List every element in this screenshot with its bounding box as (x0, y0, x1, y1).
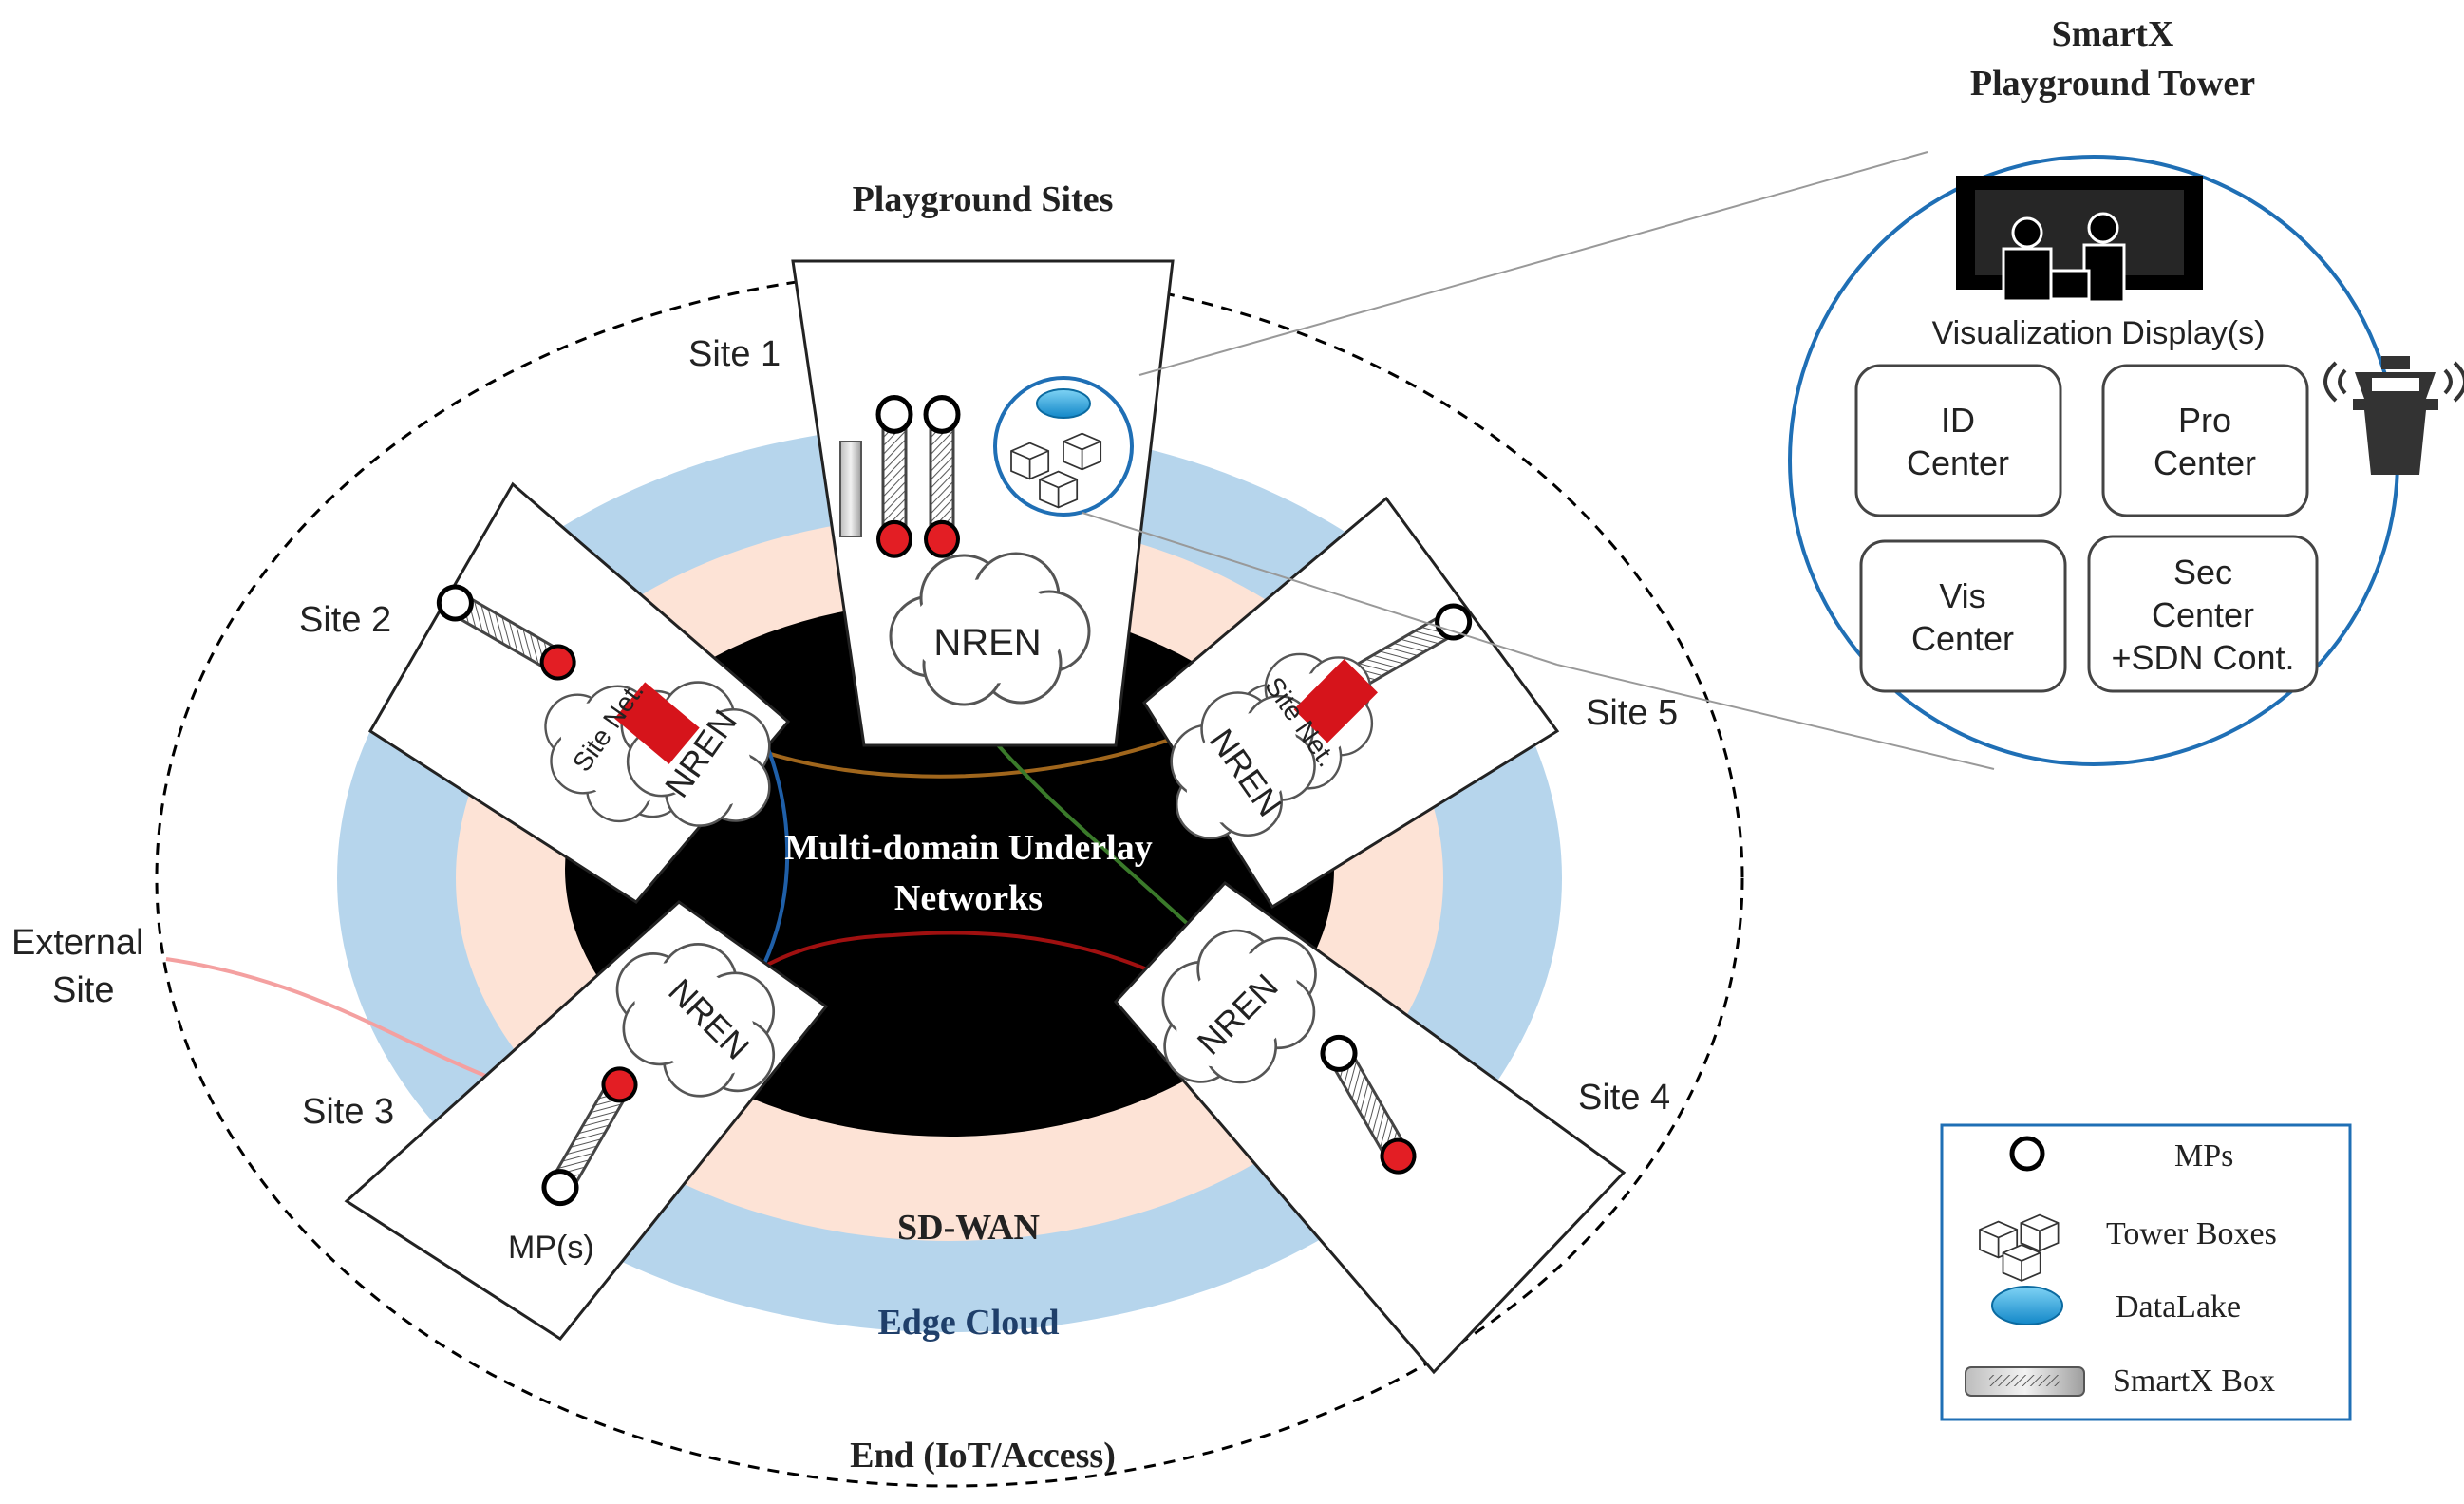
external-site-label-2: Site (52, 970, 114, 1010)
sec-center-label-1: Sec (2173, 553, 2232, 592)
site-4-label: Site 4 (1578, 1078, 1670, 1118)
legend-smartx-box-label: SmartX Box (2113, 1363, 2275, 1399)
mp-legend-icon (2009, 1136, 2045, 1172)
playground-sites-label: Playground Sites (853, 179, 1114, 219)
datalake-legend-icon (1991, 1286, 2063, 1325)
control-tower-icon (2323, 356, 2464, 475)
pro-center-label-1: Pro (2178, 401, 2231, 440)
underlay-label-1: Multi-domain Underlay (784, 828, 1152, 868)
mp-icon (926, 398, 958, 556)
tower-title-1: SmartX (2052, 14, 2174, 54)
id-center-label-1: ID (1941, 401, 1975, 440)
end-label: End (IoT/Access) (850, 1436, 1116, 1476)
sec-center-label-2: Center (2152, 595, 2254, 634)
legend-tower-boxes-label: Tower Boxes (2106, 1216, 2277, 1251)
datalake-icon (1036, 388, 1091, 419)
mp-icon (878, 398, 911, 556)
tower-title-2: Playground Tower (1970, 64, 2255, 103)
vis-center-label-1: Vis (1939, 576, 1985, 615)
pro-center-label-2: Center (2154, 443, 2256, 482)
pro-center-box (2101, 364, 2309, 517)
visualization-display-icon (1956, 176, 2203, 304)
edge-cloud-label: Edge Cloud (877, 1303, 1059, 1343)
firewall-icon (614, 682, 700, 764)
site-5-label: Site 5 (1586, 693, 1678, 733)
firewall-icon (1293, 659, 1378, 743)
nren-label-site1: NREN (933, 622, 1041, 664)
smartx-box-icon (839, 441, 862, 537)
id-center-label-2: Center (1907, 443, 2009, 482)
vis-center-box (1859, 539, 2067, 693)
mp-label: MP(s) (508, 1230, 594, 1266)
external-site-label-1: External (11, 923, 143, 963)
legend-mps-label: MPs (2174, 1138, 2233, 1174)
sec-center-label-3: +SDN Cont. (2111, 638, 2294, 677)
id-center-box (1854, 364, 2062, 517)
visualization-label: Visualization Display(s) (1932, 315, 2266, 351)
site-1-label: Site 1 (688, 334, 781, 374)
underlay-label-2: Networks (894, 878, 1043, 918)
site-2-label: Site 2 (299, 600, 391, 640)
vis-center-label-2: Center (1911, 619, 2014, 658)
site-3-label: Site 3 (302, 1092, 394, 1132)
sdwan-label: SD-WAN (897, 1208, 1040, 1248)
legend-datalake-label: DataLake (2116, 1289, 2241, 1325)
sec-center-box (2087, 535, 2319, 693)
